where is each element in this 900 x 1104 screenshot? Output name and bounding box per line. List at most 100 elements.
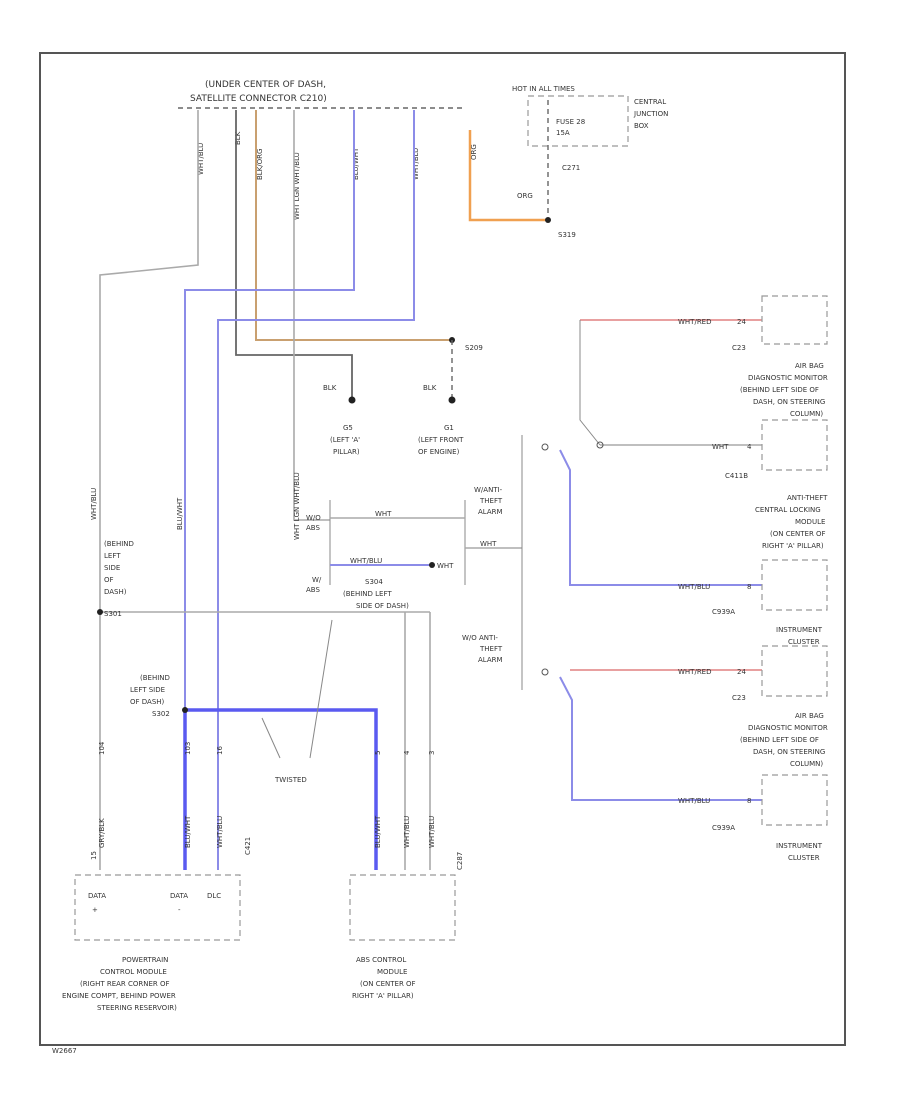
- bottom-pin-left-3: 16: [216, 746, 224, 755]
- comp-1-name-3: (BEHIND LEFT SIDE OF: [740, 386, 819, 394]
- orange-wire: [468, 130, 548, 222]
- comp-5-pin: 8: [747, 797, 751, 805]
- component-box-5: [761, 774, 828, 826]
- comp-3-connector: C939A: [712, 608, 735, 616]
- fuse-connector: C271: [562, 164, 580, 172]
- s302-loc-2: LEFT SIDE: [130, 686, 165, 694]
- right-component-3: WHT/BLU 8 C939A INSTRUMENT CLUSTER: [678, 559, 828, 646]
- comp-3-pin: 8: [747, 583, 751, 591]
- comp-3-name-1: INSTRUMENT: [776, 626, 823, 634]
- pcm-pin-1-sign: +: [92, 906, 98, 914]
- midblock-wht-mid: WHT: [480, 540, 497, 548]
- comp-4-pin: 24: [737, 668, 746, 676]
- comp-5-name-1: INSTRUMENT: [776, 842, 823, 850]
- s302-loc-1: (BEHIND: [140, 674, 170, 682]
- right-component-4: WHT/RED 24 C23 AIR BAG DIAGNOSTIC MONITO…: [678, 645, 828, 768]
- comp-4-name-4: DASH, ON STEERING: [753, 748, 825, 756]
- pcm-name-2: CONTROL MODULE: [100, 968, 167, 976]
- vert-wire-2: BLU/WHT: [176, 497, 184, 530]
- bottom-vert-left-1: GRY/BLK: [98, 818, 106, 848]
- left-dash-5: DASH): [104, 588, 127, 596]
- component-box-4: [761, 645, 828, 697]
- right-component-5: WHT/BLU 8 C939A INSTRUMENT CLUSTER: [678, 774, 828, 862]
- fuse-box-outline: [527, 95, 629, 147]
- fuse-box-name-3: BOX: [634, 122, 649, 130]
- ground-g5-dot: [348, 396, 356, 404]
- ground-2-loc-1: (LEFT FRONT: [418, 436, 464, 444]
- fuse-hot-label: HOT IN ALL TIMES: [512, 85, 575, 93]
- abs-module-box: [349, 874, 456, 941]
- comp-2-connector: C411B: [725, 472, 748, 480]
- ground-1-name: G5: [343, 424, 353, 432]
- vert-wire-3: WHT LGN WHT/BLU: [293, 472, 301, 540]
- abs-label-3: W/: [312, 576, 322, 584]
- bottom-vert-right-3: WHT/BLU: [428, 816, 436, 848]
- bottom-vert-right-1: BLU/WHT: [374, 815, 382, 848]
- twisted-pointer-1: [261, 717, 281, 759]
- comp-4-name-3: (BEHIND LEFT SIDE OF: [740, 736, 819, 744]
- bottom-pin-left-2: 103: [184, 742, 192, 755]
- comp-1-name-1: AIR BAG: [795, 362, 824, 370]
- blue-wire-abs-data: [185, 708, 378, 870]
- bottom-pin-right-2: 4: [403, 750, 411, 755]
- ground-1-wire: BLK: [323, 384, 337, 392]
- twisted-label: TWISTED: [274, 776, 307, 784]
- bottom-pin-left-4: 15: [90, 851, 98, 860]
- comp-2-name-5: RIGHT 'A' PILLAR): [762, 542, 824, 550]
- abs-name-1: ABS CONTROL: [356, 956, 406, 964]
- footer-code: W2667: [52, 1047, 77, 1055]
- pcm-name-3: (RIGHT REAR CORNER OF: [80, 980, 170, 988]
- bottom-vert-left-3: WHT/BLU: [216, 816, 224, 848]
- comp-5-name-2: CLUSTER: [788, 854, 820, 862]
- top-pin-label-2: BLK: [234, 131, 242, 145]
- comp-4-name-5: COLUMN): [790, 760, 823, 768]
- pcm-pin-2: DATA: [170, 892, 188, 900]
- fuse-wire-color: ORG: [517, 192, 533, 200]
- no-anti-theft-label-2: THEFT: [479, 645, 503, 653]
- bottom-pin-left-1: 104: [98, 741, 106, 755]
- pcm-pin-2-sign: -: [178, 906, 181, 914]
- comp-4-name-2: DIAGNOSTIC MONITOR: [748, 724, 828, 732]
- comp-3-name-2: CLUSTER: [788, 638, 820, 646]
- ground-1-loc-1: (LEFT 'A': [330, 436, 360, 444]
- comp-4-wire: WHT/RED: [678, 668, 712, 676]
- no-anti-theft-label-3: ALARM: [478, 656, 503, 664]
- bottom-vert-left-2: BLU/WHT: [184, 815, 192, 848]
- abs-name-3: (ON CENTER OF: [360, 980, 416, 988]
- bottom-vert-right-2: WHT/BLU: [403, 816, 411, 848]
- pcm-box: [74, 874, 241, 941]
- abs-name-4: RIGHT 'A' PILLAR): [352, 992, 414, 1000]
- diagram-frame: [39, 52, 846, 1046]
- midblock-wht-blu: WHT/BLU: [350, 557, 382, 565]
- left-dash-3: SIDE: [104, 564, 120, 572]
- anti-theft-label-3: ALARM: [478, 508, 503, 516]
- header-location-2: SATELLITE CONNECTOR C210): [190, 94, 327, 104]
- right-component-2: WHT 4 C411B ANTI-THEFT CENTRAL LOCKING M…: [712, 419, 828, 550]
- blue-wire-cluster-2: [559, 676, 762, 801]
- comp-2-name-3: MODULE: [795, 518, 825, 526]
- no-anti-theft-label-1: W/O ANTI-: [462, 634, 498, 642]
- blue-wire-1: [184, 110, 355, 710]
- comp-1-wire: WHT/RED: [678, 318, 712, 326]
- abs-label-4: ABS: [306, 586, 320, 594]
- ground-2-name: G1: [444, 424, 454, 432]
- comp-2-name-2: CENTRAL LOCKING: [755, 506, 821, 514]
- ground-g1-dot: [448, 396, 456, 404]
- comp-4-connector: C23: [732, 694, 746, 702]
- anti-theft-label-1: W/ANTI-: [474, 486, 503, 494]
- anti-theft-label-2: THEFT: [479, 497, 503, 505]
- pcm-connector: C421: [244, 837, 252, 855]
- midblock-wht-right: WHT: [437, 562, 454, 570]
- component-box-3: [761, 559, 828, 611]
- abs-label-2: ABS: [306, 524, 320, 532]
- comp-2-wire: WHT: [712, 443, 729, 451]
- splice-s302-label: S302: [152, 710, 170, 718]
- vert-wire-1: WHT/BLU: [90, 488, 98, 520]
- pcm-pin-1: DATA: [88, 892, 106, 900]
- blue-wire-cluster-1: [559, 449, 762, 586]
- fuse-splice: S319: [558, 231, 576, 239]
- switch-contact-2: [541, 443, 549, 451]
- left-dash-2: LEFT: [104, 552, 121, 560]
